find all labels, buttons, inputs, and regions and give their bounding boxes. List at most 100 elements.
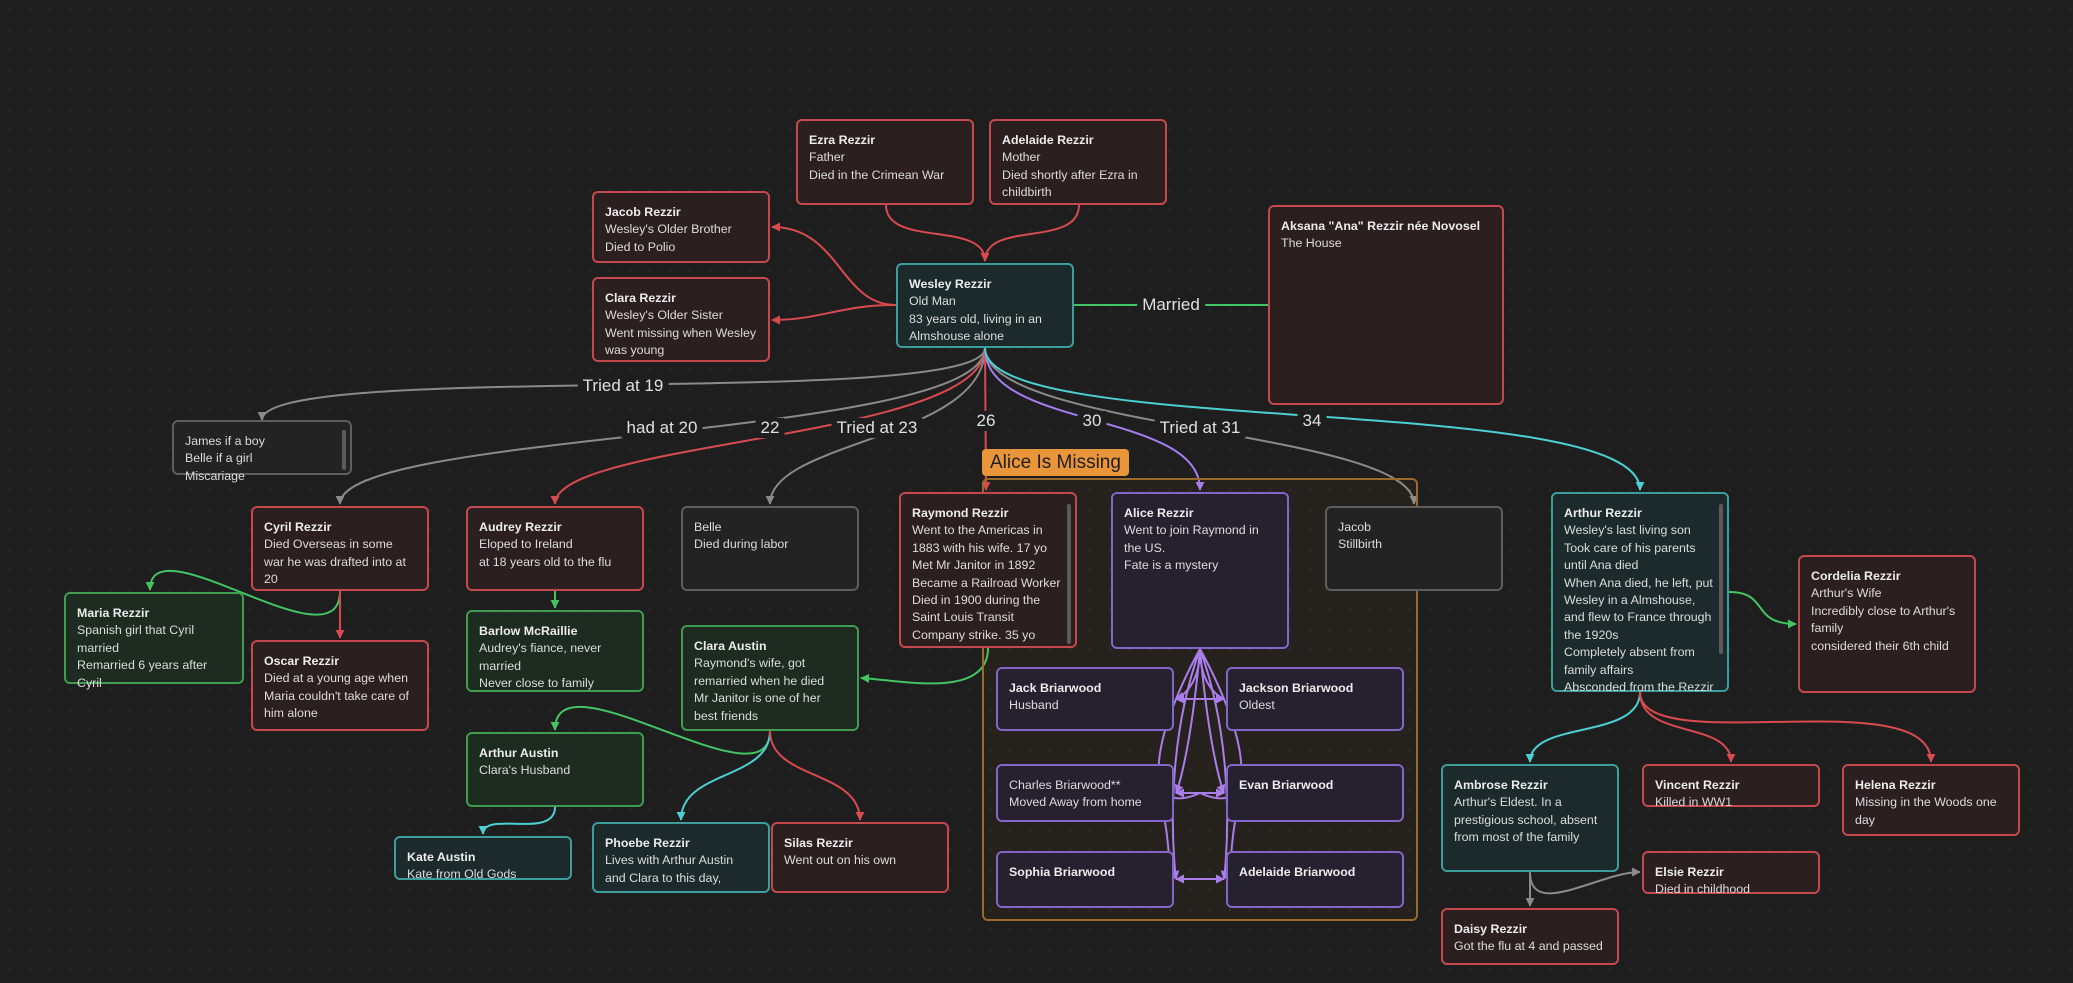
node-title: Arthur Rezzir [1564,506,1642,520]
node-text: Met Mr Janitor in 1892 [912,558,1036,573]
node-text: Lives with Arthur Austin and Clara to th… [605,853,734,885]
node-title: Cordelia Rezzir [1811,569,1901,583]
edge-label-age30: 30 [1077,411,1107,431]
edge-arthur-ambrose [1525,691,1641,763]
edge-label-married: Married [1137,295,1205,315]
node-title: Elsie Rezzir [1655,865,1724,879]
node-title: Evan Briarwood [1239,778,1334,792]
node-text: Completely absent from family affairs [1564,645,1695,677]
node-sophia[interactable]: Sophia Briarwood [996,851,1174,908]
edge-wesley-jacob [771,222,897,306]
node-title: Oscar Rezzir [264,654,340,668]
node-text: Moved Away from home [1009,795,1142,810]
node-text: Wesley's last living son [1564,523,1691,538]
node-text: Got the flu at 4 and passed [1454,939,1603,954]
node-title: Clara Austin [694,639,767,653]
edge-label-age22: 22 [755,418,785,438]
edge-arthur-cordelia [1728,591,1797,629]
node-text: The House [1281,236,1342,251]
node-text: Oldest [1239,698,1275,713]
edge-adelaide-wesley [980,204,1080,262]
edge-label-age34: 34 [1297,411,1327,431]
node-title: Jacob Rezzir [605,205,681,219]
scrollbar[interactable] [342,430,346,470]
node-text: Belle [694,520,722,534]
node-text: Raymond's wife, got remarried when he di… [694,656,825,688]
node-title: Clara Rezzir [605,291,676,305]
node-text: Old Man [909,294,956,309]
edge-clara-phoebe [676,730,771,821]
node-title: Vincent Rezzir [1655,778,1740,792]
scrollbar[interactable] [1067,504,1071,644]
node-text: Took care of his parents until Ana died [1564,540,1696,573]
node-title: Barlow McRaillie [479,624,578,638]
node-title: Ezra Rezzir [809,133,876,147]
node-text: Clara's Husband [479,763,571,778]
node-title: Aksana "Ana" Rezzir née Novosel [1281,219,1481,233]
node-charles[interactable]: Charles Briarwood**Moved Away from home [996,764,1174,822]
edge-wesley-clara [771,304,897,325]
node-text: Stillbirth [1338,537,1383,552]
node-text: Went out on his own [784,853,897,868]
node-text: Killed in WW1 [1655,795,1733,810]
node-title: Jackson Briarwood [1239,681,1354,695]
node-text: Spanish girl that Cyril married [77,623,195,655]
node-title: Helena Rezzir [1855,778,1936,792]
edge-arthur-vincent [1639,691,1736,763]
edge-label-tried19: Tried at 19 [577,376,669,396]
scrollbar[interactable] [1719,504,1723,654]
node-text: Died during labor [694,537,789,552]
node-title: Adelaide Rezzir [1002,133,1094,147]
edge-clara-arthur [550,706,771,755]
node-title: Maria Rezzir [77,606,150,620]
edge-arthur-kate [478,806,556,835]
node-text: Died to Polio [605,239,676,254]
node-title: Daisy Rezzir [1454,922,1528,936]
edge-label-tried23: Tried at 23 [831,418,923,438]
node-text: Died at a young age when Maria couldn't … [264,671,409,721]
node-evan[interactable]: Evan Briarwood [1226,764,1404,822]
node-text: Father [809,150,845,165]
group-alice-is-missing[interactable] [982,478,1418,921]
edge-raymond-clara [860,647,989,685]
node-text: Went missing when Wesley was young [605,325,757,358]
node-text: Arthur's Eldest. In a prestigious school… [1454,795,1598,845]
node-text: Wesley's Older Sister [605,308,723,323]
node-adelaide-b[interactable]: Adelaide Briarwood [1226,851,1404,908]
node-text: Went to the Americas in 1883 with his wi… [912,523,1047,555]
edge-label-age26: 26 [971,411,1001,431]
node-title: Raymond Rezzir [912,506,1009,520]
node-text: Went to join Raymond in the US. [1124,523,1259,555]
edge-label-tried31: Tried at 31 [1154,418,1246,438]
